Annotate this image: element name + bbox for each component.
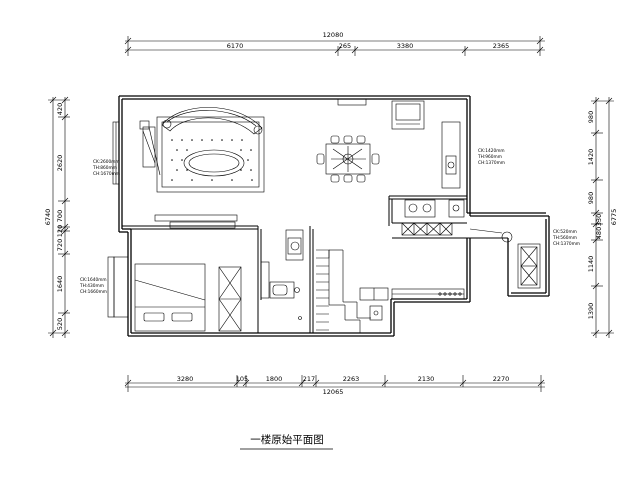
bottom-dimension-chain bbox=[124, 375, 545, 392]
dining-table bbox=[316, 135, 380, 183]
right-segment-4: 330 bbox=[595, 214, 603, 226]
living-note-line-1: CK:2600mm bbox=[93, 159, 120, 165]
bedroom-note: CK:1640mm TH:430mm CH:1660mm bbox=[79, 277, 107, 295]
right-segment-7: 1390 bbox=[587, 303, 595, 320]
left-segment-6: 1640 bbox=[56, 276, 64, 293]
right-segment-5: 480 bbox=[595, 227, 603, 239]
kitchen-stove bbox=[404, 199, 465, 218]
living-note-line-2: TH:860mm bbox=[92, 165, 117, 171]
left-dimension-chain bbox=[48, 96, 70, 338]
right-total-dimension: 6775 bbox=[610, 209, 618, 226]
living-room-note: CK:2600mm TH:860mm CH:1670mm bbox=[92, 159, 120, 177]
dining-room-note: CK:1420mm TH:960mm CH:1370mm bbox=[477, 148, 505, 166]
rug-pattern bbox=[171, 139, 253, 181]
bathroom-fixtures bbox=[260, 229, 304, 320]
top-segment-4: 2365 bbox=[493, 42, 510, 50]
windows bbox=[107, 98, 367, 318]
bottom-total-dimension: 12065 bbox=[323, 388, 344, 396]
bedroom-note-line-1: CK:1640mm bbox=[80, 277, 107, 283]
cabinet-row bbox=[401, 222, 513, 243]
exterior-walls bbox=[118, 95, 550, 337]
left-total-dimension: 6740 bbox=[44, 209, 52, 226]
left-segment-1: 420 bbox=[56, 103, 64, 115]
right-segment-6: 1140 bbox=[587, 256, 595, 273]
living-note-line-3: CH:1670mm bbox=[93, 171, 120, 177]
top-segment-1: 6170 bbox=[227, 42, 244, 50]
left-segment-3: 700 bbox=[56, 210, 64, 222]
wardrobe bbox=[218, 266, 242, 332]
right-dimension-chain bbox=[591, 97, 614, 338]
dining-note-line-1: CK:1420mm bbox=[478, 148, 505, 154]
top-segment-3: 3380 bbox=[397, 42, 414, 50]
bottom-segment-7: 2270 bbox=[493, 375, 510, 383]
top-segment-2: 265 bbox=[339, 42, 351, 50]
left-segment-5: 720 bbox=[56, 239, 64, 251]
right-cabinet bbox=[517, 243, 541, 289]
interior-walls bbox=[122, 195, 508, 333]
drawing-title: 一楼原始平面图 bbox=[250, 433, 324, 446]
left-segment-7: 520 bbox=[56, 318, 64, 330]
bottom-segment-1: 3280 bbox=[177, 375, 194, 383]
bedroom-note-line-2: TH:430mm bbox=[79, 283, 104, 289]
top-dimension-chain bbox=[124, 36, 545, 56]
dining-note-line-3: CH:1370mm bbox=[478, 160, 505, 166]
dining-note-line-2: TH:960mm bbox=[477, 154, 502, 160]
bottom-segment-6: 2130 bbox=[418, 375, 435, 383]
bedroom-note-line-3: CH:1660mm bbox=[80, 289, 107, 295]
right-note-line-1: CK:520mm bbox=[553, 229, 577, 235]
bottom-segment-4: 217 bbox=[303, 375, 315, 383]
right-note-line-2: TH:560mm bbox=[552, 235, 577, 241]
right-room-note: CK:520mm TH:560mm CH:1370mm bbox=[552, 229, 580, 247]
sofa-set bbox=[139, 107, 265, 193]
left-segment-2: 2620 bbox=[56, 155, 64, 172]
right-segment-2: 1420 bbox=[587, 149, 595, 166]
kitchen-upper bbox=[391, 100, 461, 189]
lower-counter bbox=[391, 288, 465, 300]
left-segment-4: 120 bbox=[56, 225, 64, 237]
right-segment-1: 980 bbox=[587, 111, 595, 123]
staircase bbox=[316, 249, 389, 333]
bottom-segment-5: 2263 bbox=[343, 375, 360, 383]
bottom-segment-3: 1800 bbox=[266, 375, 283, 383]
right-note-line-3: CH:1370mm bbox=[553, 241, 580, 247]
top-total-dimension: 12080 bbox=[323, 31, 344, 39]
right-segment-3: 980 bbox=[587, 192, 595, 204]
bed bbox=[134, 263, 206, 332]
bottom-segment-2: 105 bbox=[236, 375, 248, 383]
